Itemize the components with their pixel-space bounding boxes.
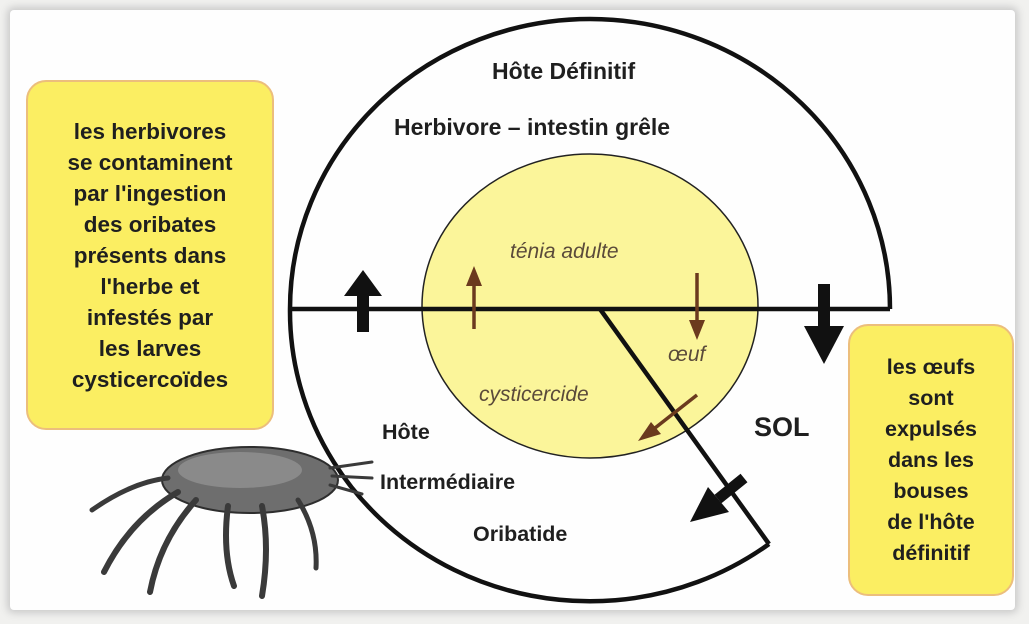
up-arrow-black-icon <box>344 270 382 332</box>
oribatid-label: Oribatide <box>473 522 567 547</box>
cysticercoid-label: cysticercide <box>479 383 589 407</box>
soil-label: SOL <box>754 412 810 443</box>
herbivore-intestine-label: Herbivore – intestin grêle <box>394 114 670 141</box>
intermediate-host-label-line-2: Intermédiaire <box>380 470 515 495</box>
down-arrow-black-icon <box>804 284 844 364</box>
egg-expulsion-text: les œufs sont expulsés dans les bouses d… <box>885 352 977 569</box>
intermediate-host-label-line-1: Hôte <box>382 420 430 445</box>
definitive-host-title: Hôte Définitif <box>492 58 635 85</box>
egg-label: œuf <box>668 343 705 367</box>
egg-expulsion-box: les œufs sont expulsés dans les bouses d… <box>848 324 1014 596</box>
herbivore-contamination-text: les herbivores se contaminent par l'inge… <box>67 116 232 395</box>
herbivore-contamination-box: les herbivores se contaminent par l'inge… <box>26 80 274 430</box>
oribatid-mite-illustration <box>92 447 372 596</box>
adult-tapeworm-label: ténia adulte <box>510 240 619 264</box>
